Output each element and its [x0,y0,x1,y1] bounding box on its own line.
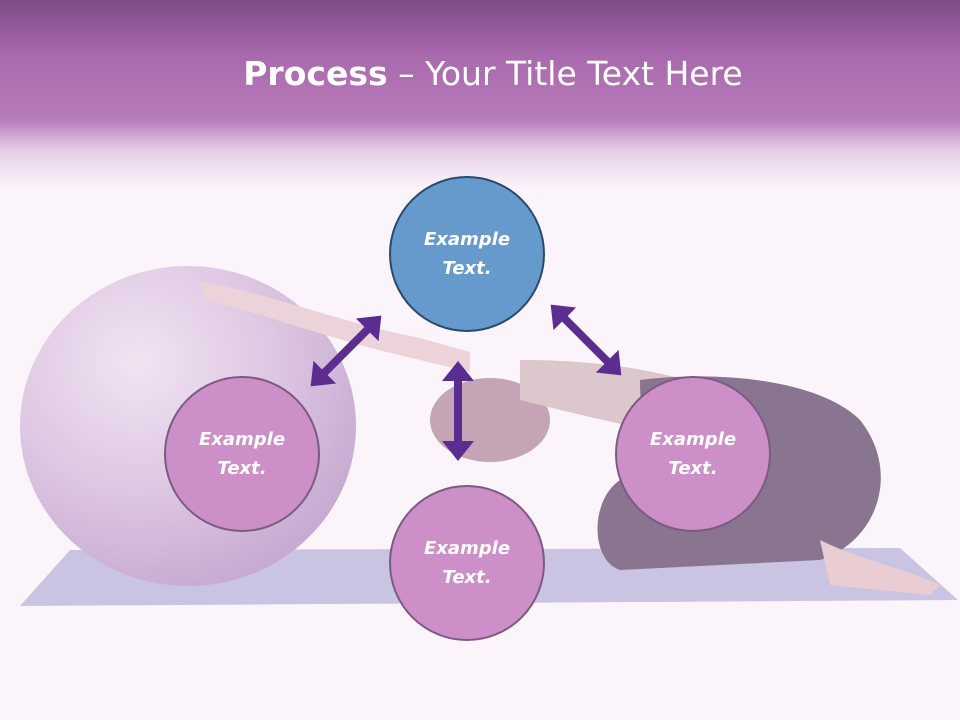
feet-shape [820,540,940,595]
double-arrow-left [310,315,382,387]
node-bottom[interactable]: Example Text. [389,485,545,641]
node-right-label: Example Text. [649,429,737,479]
double-arrow-right [550,304,622,376]
node-top[interactable]: Example Text. [389,176,545,332]
slide-title: Process – Your Title Text Here [0,52,960,96]
double-arrow-vertical [442,361,474,461]
title-bold: Process [243,54,388,93]
node-right[interactable]: Example Text. [615,376,771,532]
header-band [0,0,960,190]
node-left-label: Example Text. [198,429,286,479]
node-top-label: Example Text. [423,229,511,279]
node-bottom-label: Example Text. [423,538,511,588]
title-rest: – Your Title Text Here [387,54,743,93]
arm-shape [200,282,470,372]
node-left[interactable]: Example Text. [164,376,320,532]
